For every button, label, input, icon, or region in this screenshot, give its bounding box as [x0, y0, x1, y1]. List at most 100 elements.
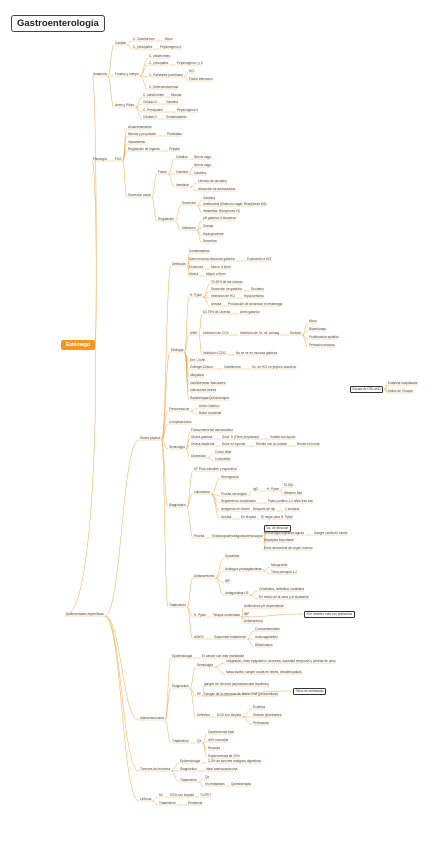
- root-node[interactable]: Estómago: [61, 340, 95, 350]
- map-node-n6[interactable]: Pepsinógeno II: [160, 45, 182, 49]
- map-node-n102[interactable]: Vomita con ayuno: [270, 435, 296, 439]
- map-node-n70[interactable]: Producción de amoniaco en estómago: [228, 302, 283, 306]
- map-node-n94[interactable]: Frecuencia de: [169, 407, 190, 411]
- map-node-n129[interactable]: Dx. de elección: [264, 525, 291, 532]
- map-node-n125[interactable]: En biopsia: [241, 515, 256, 519]
- map-node-n112[interactable]: Laboratorio: [194, 490, 211, 494]
- map-node-n18[interactable]: Células G: [143, 100, 157, 104]
- map-node-n134[interactable]: Tratamiento: [169, 603, 186, 607]
- map-node-n177[interactable]: Tumores del estroma: [140, 767, 170, 771]
- map-node-n61[interactable]: Mayor a 5mm: [206, 272, 226, 276]
- map-node-n28[interactable]: Peristaltas: [167, 132, 182, 136]
- map-node-n16[interactable]: C. caliciformes: [143, 93, 164, 97]
- map-node-n10[interactable]: Pepsinógeno I y II: [177, 61, 203, 65]
- map-node-n100[interactable]: Úlcera gástrica: [191, 435, 213, 439]
- map-node-n104[interactable]: Dolor en ayunas: [222, 442, 246, 446]
- map-node-n99[interactable]: Frecuentemente asintomático: [191, 428, 233, 432]
- map-node-n142[interactable]: Cimetidina, ranitidina, nizatidina: [259, 587, 305, 591]
- map-node-n97[interactable]: Complicaciones: [169, 420, 192, 424]
- map-node-n174[interactable]: 40% incurable: [208, 738, 229, 742]
- map-node-n39[interactable]: Intestinal: [176, 183, 189, 187]
- map-node-n143[interactable]: En medio de la cena y al acostarse: [259, 595, 309, 599]
- map-node-n60[interactable]: Úlcera: [189, 272, 199, 276]
- map-node-n133[interactable]: Dolor abdominal de origen incierto: [264, 546, 313, 550]
- map-node-n170[interactable]: Perforación: [253, 721, 270, 725]
- map-node-n130[interactable]: Hemorragia digestiva aguda: [264, 531, 304, 535]
- map-node-n151[interactable]: Suspender tratamiento: [214, 635, 247, 639]
- map-node-n140[interactable]: IBP: [225, 579, 231, 583]
- map-node-n53[interactable]: Úlcera péptica: [140, 436, 161, 440]
- map-node-n119[interactable]: Seguimiento complicado: [221, 499, 256, 503]
- map-node-n165[interactable]: Sitios de metástasis: [293, 688, 327, 695]
- map-node-n139[interactable]: Toma principal 1-2: [271, 570, 298, 574]
- map-node-n126[interactable]: El mejor para H. Pylori: [261, 515, 293, 519]
- map-node-n62[interactable]: Etiología: [171, 348, 184, 352]
- map-node-n30[interactable]: Regulación de ingesta: [128, 147, 160, 151]
- map-node-n71[interactable]: AINE: [190, 331, 198, 335]
- map-node-n38[interactable]: Gastrina: [194, 171, 207, 175]
- map-node-n158[interactable]: Diagnóstico: [172, 684, 189, 688]
- map-node-n141[interactable]: Antagonistas H2: [225, 591, 249, 595]
- map-node-n122[interactable]: Después de Ibp: [253, 507, 276, 511]
- map-node-n75[interactable]: Inhibición de Sx. de pxnoag: [240, 331, 280, 335]
- map-node-n35[interactable]: Nervio vago: [194, 155, 212, 159]
- map-node-n73[interactable]: Antro gástrico: [240, 310, 260, 314]
- map-node-n178[interactable]: Epidemiología: [180, 759, 201, 763]
- map-node-n27[interactable]: Mezcla y propulsión: [128, 132, 157, 136]
- map-node-n184[interactable]: en metástasis: [205, 782, 225, 786]
- map-node-n4[interactable]: Moco: [165, 37, 173, 41]
- map-node-n64[interactable]: 70-90% de las úlceras: [211, 280, 243, 284]
- map-node-n163[interactable]: ganglio de Virchow (supraclavicular izqu…: [204, 682, 269, 686]
- map-node-n153[interactable]: Anticoagulantes: [255, 635, 278, 639]
- map-node-n72[interactable]: 60-75% de Úlceras: [203, 310, 231, 314]
- map-node-n160[interactable]: Indigestión, dolor epigástrico, anorexia…: [226, 659, 336, 663]
- map-node-n181[interactable]: Ideal adenocarcinoma: [206, 767, 238, 771]
- map-node-n34[interactable]: Cefálica: [176, 155, 188, 159]
- map-node-n23[interactable]: Somatostatina: [166, 115, 187, 119]
- map-node-n8[interactable]: C. caliciformes: [149, 54, 170, 58]
- map-node-n65[interactable]: Secreción de gastrina: [211, 287, 242, 291]
- map-node-n48[interactable]: pH gástrico o duodenal: [203, 216, 236, 220]
- map-node-n20[interactable]: C. Principales: [143, 108, 163, 112]
- map-node-n5[interactable]: C. principales: [133, 45, 153, 49]
- map-node-n183[interactable]: Qx: [205, 775, 210, 779]
- map-node-n169[interactable]: Úlceras penetrantes: [253, 713, 282, 717]
- map-node-n11[interactable]: C. Parietales (oxínticas): [149, 73, 183, 77]
- map-node-n59[interactable]: Menor a 5mm: [211, 265, 231, 269]
- map-node-n26[interactable]: Almacenamiento: [128, 125, 152, 129]
- map-node-n123[interactable]: 1 semana: [285, 507, 299, 511]
- map-node-n144[interactable]: H. Pylori: [194, 613, 207, 617]
- map-node-n179[interactable]: 2-3% de tumores malignos digestivos: [208, 759, 261, 763]
- map-node-n111[interactable]: EF Poco sensible y específica: [194, 467, 237, 471]
- map-node-n21[interactable]: Pepsinógeno II: [177, 108, 199, 112]
- map-node-n58[interactable]: Erosiones: [189, 265, 204, 269]
- map-node-n98[interactable]: Semiología: [169, 445, 185, 449]
- map-node-n186[interactable]: Linfoma: [140, 797, 152, 801]
- map-node-n93[interactable]: Índice de Choque: [388, 389, 413, 393]
- map-node-n3[interactable]: C. Caliciformes: [133, 37, 155, 41]
- map-node-n37[interactable]: Nervio vago: [194, 163, 212, 167]
- map-node-n88[interactable]: Insuficiencias Vasculares: [190, 381, 226, 385]
- map-node-n67[interactable]: Inhibición de HCl: [211, 294, 236, 298]
- map-node-n81[interactable]: Inhibición COX2: [203, 351, 227, 355]
- map-node-n33[interactable]: Fases: [158, 170, 167, 174]
- map-node-n92[interactable]: Estancia hospitalaria: [388, 381, 418, 385]
- map-node-n150[interactable]: AINES: [194, 635, 204, 639]
- map-node-n137[interactable]: Análogos prostaglandinas: [225, 567, 262, 571]
- map-node-n49[interactable]: Grasas: [203, 224, 214, 228]
- map-node-n136[interactable]: Sucralfato: [225, 554, 240, 558]
- map-node-n86[interactable]: Sx. de HCl en yeyuno-duodeno: [252, 365, 297, 369]
- map-node-n68[interactable]: Hipoclorhidria: [244, 294, 264, 298]
- map-node-n46[interactable]: Histamina, Receptores H2: [203, 209, 241, 213]
- map-node-n171[interactable]: Tratamiento: [172, 739, 189, 743]
- map-node-n162[interactable]: EF: [197, 692, 202, 696]
- map-node-n57[interactable]: Exposición a HCl: [247, 257, 272, 261]
- map-node-n120[interactable]: Falso positivo 1-2 años tras trat.: [268, 499, 314, 503]
- map-node-n55[interactable]: Somatostatina: [189, 249, 210, 253]
- map-node-n114[interactable]: Prueba serológica: [221, 492, 247, 496]
- map-node-n76[interactable]: Reduce: [290, 331, 301, 335]
- map-node-n9[interactable]: C. principales: [149, 61, 169, 65]
- map-node-n2[interactable]: Cardias: [115, 41, 126, 45]
- map-node-n118[interactable]: Western Blot: [284, 491, 303, 495]
- map-node-n127[interactable]: Prueba: [194, 534, 205, 538]
